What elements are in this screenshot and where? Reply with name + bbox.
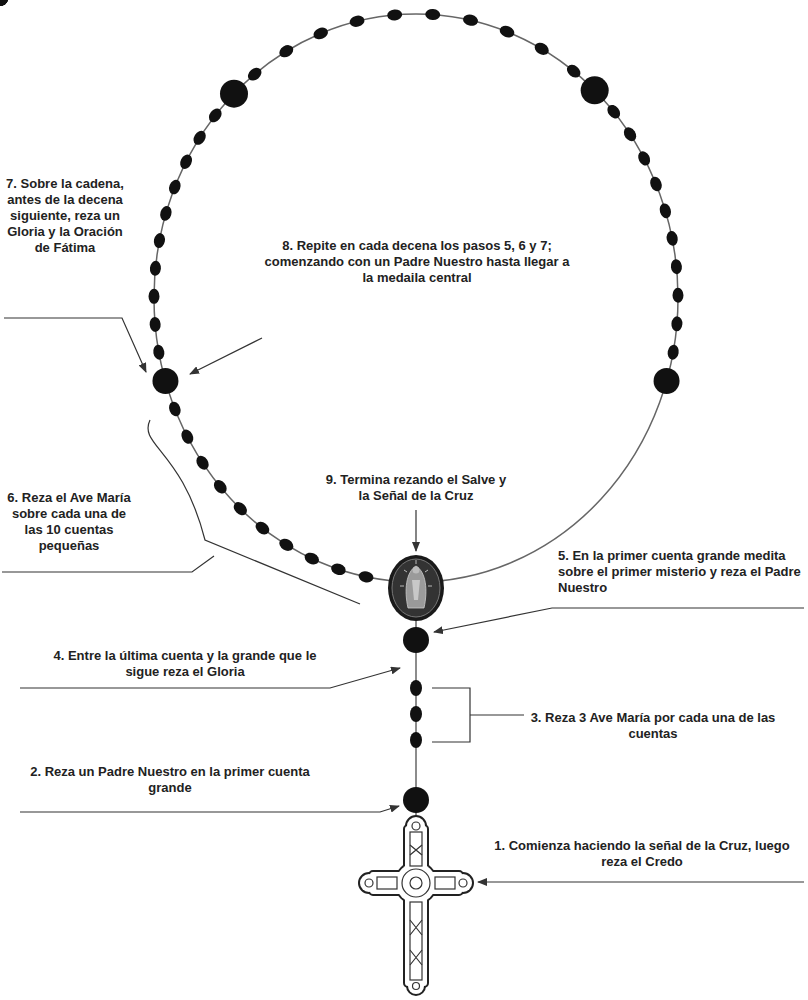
small-bead <box>564 62 583 80</box>
large-bead <box>581 76 609 104</box>
small-bead <box>0 0 8 6</box>
small-bead <box>671 316 683 332</box>
small-bead <box>670 259 682 275</box>
virgin-medal <box>388 555 444 621</box>
small-bead <box>277 43 296 60</box>
step-instruction: 4. Entre la última cuenta y la grande qu… <box>40 648 330 680</box>
small-bead <box>148 289 159 304</box>
small-bead <box>462 13 479 27</box>
step-instruction: 9. Termina rezando el Salve y la Señal d… <box>321 472 511 504</box>
small-bead <box>277 536 296 553</box>
small-bead <box>0 0 8 6</box>
small-bead <box>0 0 8 6</box>
small-bead <box>410 706 422 722</box>
small-bead <box>194 453 211 472</box>
small-bead <box>211 478 229 497</box>
small-bead <box>425 9 441 21</box>
small-bead <box>658 202 673 220</box>
small-bead <box>672 288 683 303</box>
small-bead <box>191 129 208 148</box>
small-bead <box>605 102 623 121</box>
small-bead <box>0 0 8 6</box>
small-bead <box>665 230 679 247</box>
small-bead <box>167 400 183 418</box>
small-bead <box>348 14 365 28</box>
small-bead <box>178 153 195 171</box>
small-bead <box>245 65 264 83</box>
step-instruction: 7. Sobre la cadena, antes de la decena s… <box>4 176 126 256</box>
small-bead <box>636 149 653 167</box>
small-bead <box>0 0 8 6</box>
step-instruction: 3. Reza 3 Ave María por cada una de las … <box>528 710 778 742</box>
small-bead <box>410 732 422 748</box>
small-bead <box>231 500 249 518</box>
bead-group <box>0 0 684 584</box>
small-bead <box>410 680 422 696</box>
small-bead <box>0 0 8 6</box>
small-bead <box>532 40 551 57</box>
large-bead <box>654 368 680 394</box>
rosary-chain <box>154 14 678 582</box>
small-bead <box>206 106 224 125</box>
small-bead <box>0 0 8 6</box>
large-bead <box>403 787 429 813</box>
leader-lines <box>2 318 804 882</box>
small-bead <box>498 24 516 40</box>
small-bead <box>330 562 348 577</box>
small-bead <box>303 550 321 566</box>
small-bead <box>253 519 272 537</box>
large-bead <box>220 80 248 108</box>
small-bead <box>0 0 8 6</box>
small-bead <box>149 260 161 276</box>
large-bead <box>152 368 178 394</box>
small-bead <box>312 25 330 41</box>
small-bead <box>179 427 196 445</box>
small-bead <box>648 175 664 193</box>
small-bead <box>159 205 174 222</box>
small-bead <box>621 125 638 144</box>
small-bead <box>0 0 8 6</box>
crucifix <box>360 817 472 994</box>
small-bead <box>666 344 679 361</box>
small-bead <box>387 9 403 21</box>
small-bead <box>152 344 165 361</box>
small-bead <box>358 570 375 584</box>
small-bead <box>167 178 183 196</box>
small-bead <box>153 232 167 249</box>
small-bead <box>149 316 161 332</box>
step-instruction: 5. En la primer cuenta grande medita sob… <box>558 548 804 596</box>
step-instruction: 6. Reza el Ave María sobre cada una de l… <box>4 490 134 554</box>
large-bead <box>403 627 429 653</box>
step-instruction: 1. Comienza haciendo la señal de la Cruz… <box>492 838 792 870</box>
step-instruction: 2. Reza un Padre Nuestro en la primer cu… <box>30 764 310 796</box>
step-instruction: 8. Repite en cada decena los pasos 5, 6 … <box>262 238 572 286</box>
small-bead <box>0 0 8 6</box>
